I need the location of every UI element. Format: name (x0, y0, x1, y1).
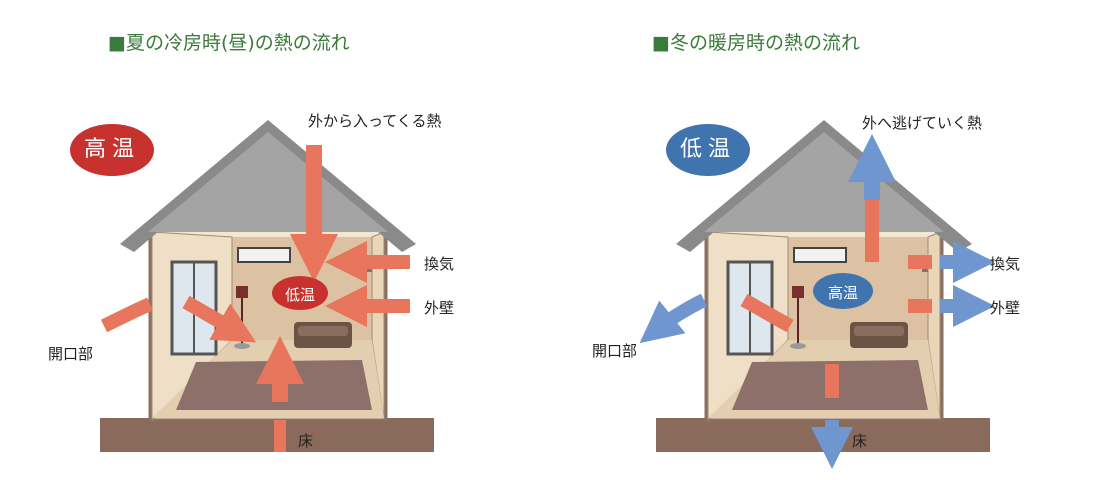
winter-ground (656, 418, 990, 452)
winter-label-opening: 開口部 (592, 342, 638, 360)
summer-room-label: 低温 (284, 286, 315, 304)
summer-label-floor: 床 (298, 432, 314, 450)
summer-arrow-window (182, 295, 257, 343)
winter-room-label: 高温 (827, 284, 858, 302)
summer-aircon (237, 247, 291, 263)
summer-arrow-opening (100, 297, 153, 333)
winter-label-escaping-heat: 外へ逃げていく熱 (862, 114, 983, 132)
winter-badge-text: 低温 (679, 137, 736, 162)
summer-arrows (100, 145, 410, 452)
winter-outdoor-temp-badge: 低温 (666, 124, 750, 176)
summer-room-temp-badge (272, 276, 328, 310)
summer-title: ■夏の冷房時(昼)の熱の流れ (108, 32, 350, 54)
winter-roof (704, 132, 944, 232)
summer-label-ventilation: 換気 (424, 255, 455, 273)
summer-roof (148, 132, 388, 232)
winter-aircon (793, 247, 847, 263)
summer-label-outside-heat: 外から入ってくる熱 (308, 112, 442, 130)
summer-house (100, 120, 434, 452)
summer-label-opening: 開口部 (48, 345, 94, 363)
summer-badge-text: 高温 (83, 137, 140, 162)
winter-label-ventilation: 換気 (990, 255, 1021, 273)
winter-label-floor: 床 (852, 432, 868, 450)
summer-outdoor-temp-badge: 高温 (70, 124, 154, 176)
winter-title: ■冬の暖房時の熱の流れ (652, 32, 860, 54)
winter-arrow-window-inner (740, 293, 794, 333)
winter-label-wall: 外壁 (990, 299, 1021, 317)
winter-arrows (639, 134, 995, 469)
summer-label-wall: 外壁 (424, 299, 455, 317)
winter-room-temp-badge (813, 273, 873, 309)
winter-arrow-opening (639, 293, 708, 344)
summer-ground (100, 418, 434, 452)
